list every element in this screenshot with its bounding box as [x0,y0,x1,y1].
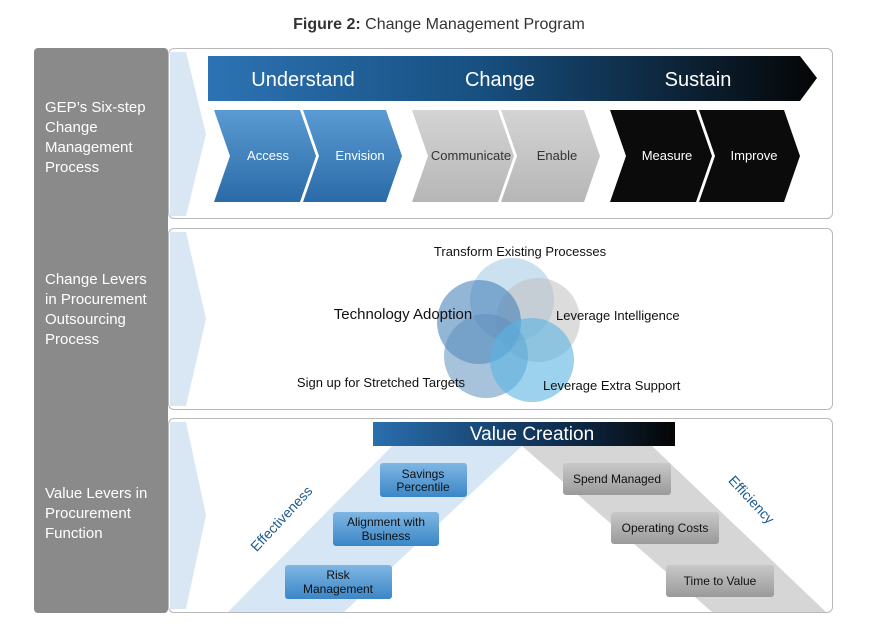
row-chevron-3 [170,422,206,609]
phase-understand: Understand [251,69,354,91]
axis-efficiency: Efficiency [725,472,777,527]
step-improve: Improve [731,148,778,163]
step-communicate: Communicate [431,148,511,163]
step-measure: Measure [642,148,693,163]
box-spend-managed-label: Spend Managed [573,472,661,486]
box-operating-costs-label: Operating Costs [622,521,709,535]
step-chevron-measure [610,110,712,202]
box-savings-line1: Savings [402,467,445,481]
value-creation-title: Value Creation [470,424,594,445]
box-risk-line2: Management [303,582,374,596]
step-chevron-enable [501,110,600,202]
phase-arrow [208,56,817,101]
row-labels-bar [34,48,168,613]
step-envision: Envision [335,148,384,163]
box-operating-costs [611,512,719,544]
lever-intelligence: Leverage Intelligence [556,308,680,323]
lever-circle-lower-right [490,318,574,402]
lever-transform: Transform Existing Processes [434,244,607,259]
phase-sustain: Sustain [665,69,732,91]
box-time-to-value-label: Time to Value [684,574,757,588]
value-creation-bar [373,422,675,446]
box-risk-management [285,565,392,599]
step-access: Access [247,148,289,163]
box-alignment-line2: Business [362,529,411,543]
lever-stretched: Sign up for Stretched Targets [297,375,466,390]
figure-label: Figure 2: [293,16,361,33]
step-chevron-communicate [412,110,514,202]
phase-change: Change [465,69,535,91]
box-alignment-line1: Alignment with [347,515,425,529]
step-enable: Enable [537,148,577,163]
row-chevron-1 [170,52,206,216]
lever-extra-support: Leverage Extra Support [543,378,681,393]
box-time-to-value [666,565,774,597]
step-chevron-access [214,110,316,202]
figure-title: Figure 2: Change Management Program [0,16,878,34]
step-chevron-envision [303,110,402,202]
box-savings-percentile [380,463,467,497]
box-alignment-business [333,512,439,546]
row-chevron-2 [170,232,206,406]
step-chevron-improve [699,110,800,202]
lever-technology: Technology Adoption [334,306,472,323]
figure-title-text: Change Management Program [365,16,585,33]
box-spend-managed [563,463,671,495]
box-risk-line1: Risk [326,568,350,582]
box-savings-line2: Percentile [396,480,450,494]
